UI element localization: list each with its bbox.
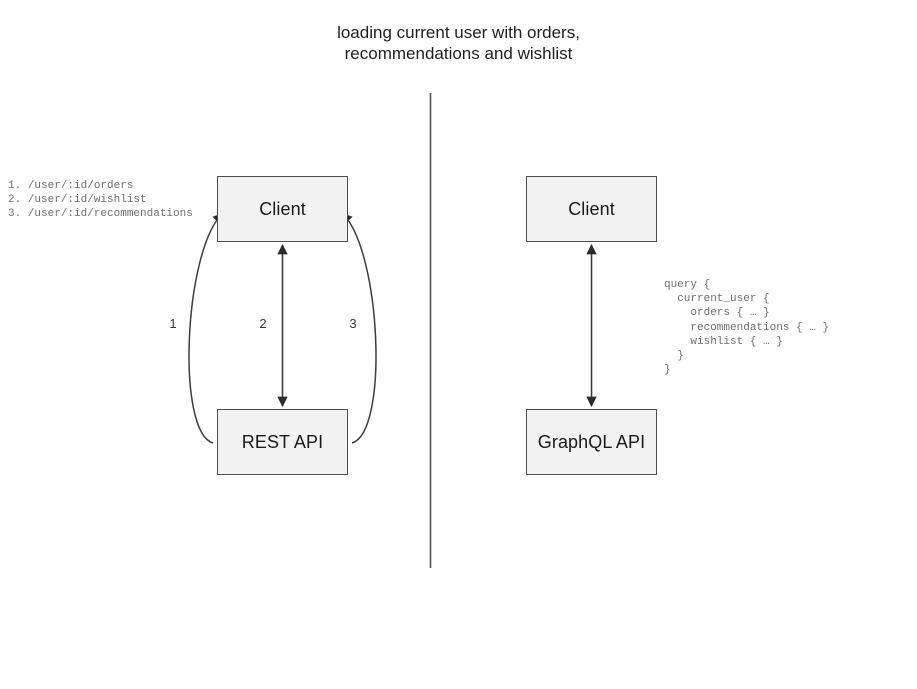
graphql-query-code: query { current_user { orders { … } reco… xyxy=(664,279,830,377)
edge-label-1: 1 xyxy=(169,316,177,331)
node-client-graphql[interactable]: Client xyxy=(526,176,657,242)
edge-label-2: 2 xyxy=(259,316,267,331)
edge-request-3 xyxy=(342,213,377,444)
node-client-rest[interactable]: Client xyxy=(217,176,348,242)
node-rest-api[interactable]: REST API xyxy=(217,409,348,475)
page-title: loading current user with orders, recomm… xyxy=(337,23,580,63)
edge-label-3: 3 xyxy=(349,316,357,331)
edge-request-1 xyxy=(188,213,223,444)
node-client-rest-label: Client xyxy=(259,198,306,219)
node-client-graphql-label: Client xyxy=(568,198,615,219)
node-graphql-api[interactable]: GraphQL API xyxy=(526,409,657,475)
node-graphql-api-label: GraphQL API xyxy=(537,431,646,452)
rest-endpoints-code: 1. /user/:id/orders 2. /user/:id/wishlis… xyxy=(8,180,193,221)
node-rest-api-label: REST API xyxy=(241,431,324,452)
